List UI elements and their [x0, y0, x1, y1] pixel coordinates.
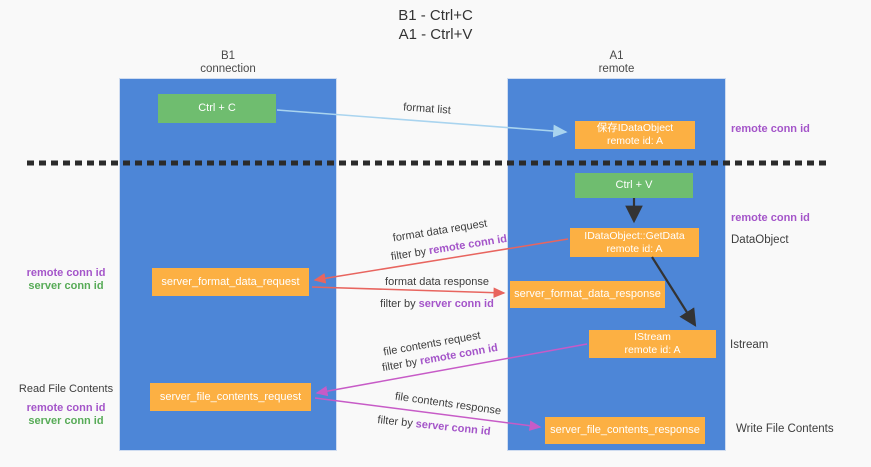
- left-column-name: B1: [220, 50, 236, 62]
- server-conn-id-label-left-2: server conn id: [28, 415, 104, 427]
- dataobject-label: DataObject: [731, 234, 789, 246]
- format-data-response-label: format data response: [385, 276, 489, 288]
- ctrl-c-node: Ctrl + C: [158, 94, 276, 123]
- server-format-data-response-node: server_format_data_response: [510, 281, 665, 308]
- remote-conn-id-label-left-2: remote conn id: [26, 402, 106, 414]
- istream-side-label: Istream: [730, 339, 769, 351]
- remote-conn-id-label-mid-right: remote conn id: [731, 212, 810, 224]
- server-file-contents-request-label: server_file_contents_request: [159, 390, 302, 403]
- save-dataobject-line1: 保存IDataObject: [596, 122, 674, 134]
- right-column-name: A1: [609, 50, 624, 62]
- server-file-contents-response-label: server_file_contents_response: [550, 424, 700, 436]
- server-conn-id-label-left-1: server conn id: [28, 280, 104, 292]
- istream-line1: IStream: [634, 331, 671, 343]
- istream-node: IStream remote id: A: [589, 330, 716, 358]
- left-conn-id-stack-2: Read File Contents remote conn id server…: [16, 383, 116, 428]
- server-file-contents-request-node: server_file_contents_request: [150, 383, 311, 411]
- write-file-contents-label: Write File Contents: [736, 423, 834, 435]
- server-format-data-request-label: server_format_data_request: [161, 275, 300, 288]
- right-column-header: A1 remote: [508, 50, 725, 76]
- left-conn-id-stack-1: remote conn id server conn id: [20, 267, 112, 293]
- istream-line2: remote id: A: [624, 344, 681, 356]
- getdata-line1: IDataObject::GetData: [584, 229, 685, 242]
- ctrl-c-label: Ctrl + C: [198, 102, 236, 114]
- left-column-header: B1 connection: [120, 50, 336, 76]
- ctrl-v-node: Ctrl + V: [575, 173, 693, 198]
- save-dataobject-node: 保存IDataObject remote id: A: [575, 121, 695, 149]
- diagram-title: B1 - Ctrl+C A1 - Ctrl+V: [0, 6, 871, 44]
- title-line-2: A1 - Ctrl+V: [398, 26, 473, 43]
- ctrl-v-label: Ctrl + V: [615, 179, 653, 191]
- getdata-line2: remote id: A: [606, 242, 663, 255]
- title-line-1: B1 - Ctrl+C: [398, 7, 473, 24]
- file-contents-response-label: file contents response: [394, 390, 502, 418]
- server-format-data-response-label: server_format_data_response: [514, 288, 661, 300]
- getdata-node: IDataObject::GetData remote id: A: [570, 228, 699, 257]
- read-file-contents-label: Read File Contents: [18, 383, 114, 395]
- format-list-label: format list: [402, 101, 452, 117]
- save-dataobject-line2: remote id: A: [606, 135, 663, 147]
- left-column-role: connection: [200, 63, 256, 75]
- remote-conn-id-label-left-1: remote conn id: [26, 267, 106, 279]
- right-column-role: remote: [598, 63, 635, 75]
- server-format-data-request-node: server_format_data_request: [152, 268, 309, 296]
- remote-conn-id-label-top-right: remote conn id: [731, 123, 810, 135]
- server-file-contents-response-node: server_file_contents_response: [545, 417, 705, 444]
